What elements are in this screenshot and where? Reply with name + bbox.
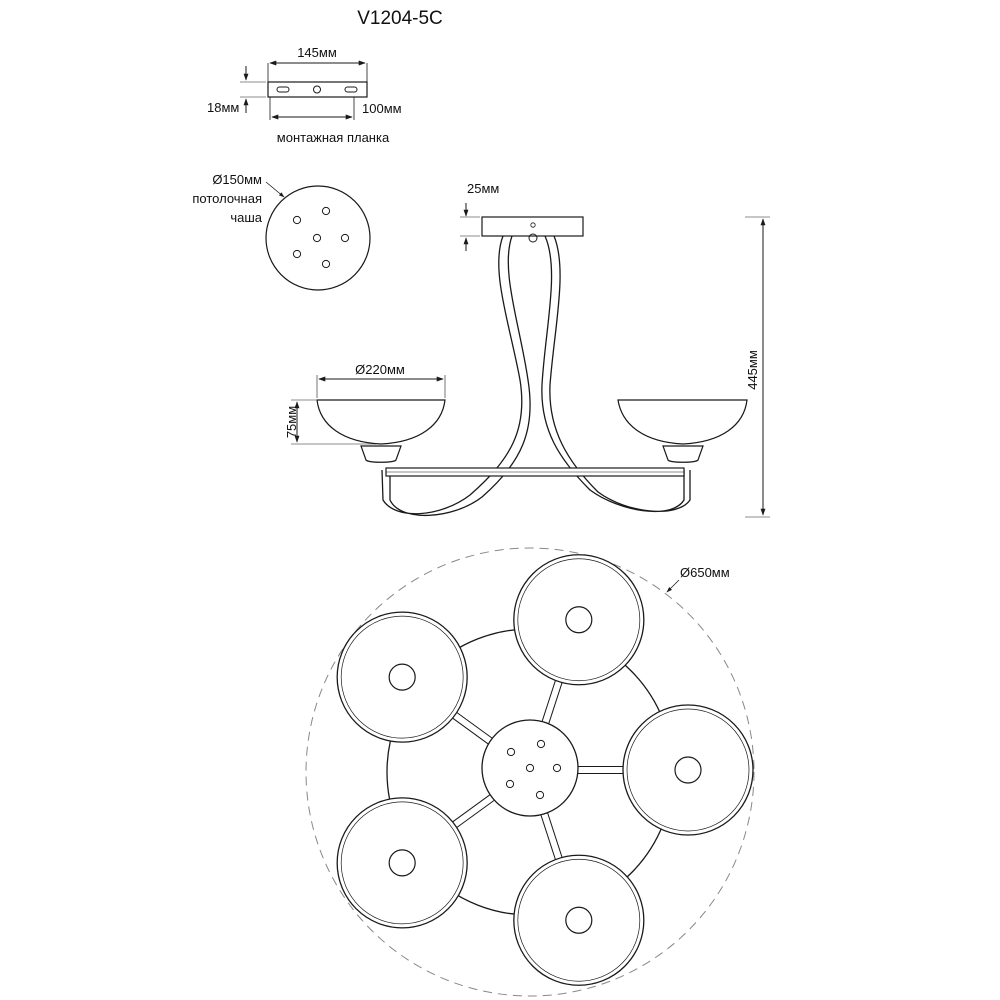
side-shade-right xyxy=(617,399,748,445)
side-canopy xyxy=(481,216,584,237)
overall-diameter-label: Ø650мм xyxy=(680,565,730,580)
ceiling-cup-caption-line2: чаша xyxy=(230,210,262,225)
mounting-bar-width-label: 145мм xyxy=(297,45,337,60)
model-title: V1204-5C xyxy=(357,8,443,29)
shade-top xyxy=(622,704,754,836)
side-shade-left xyxy=(316,399,446,445)
side-arms xyxy=(381,235,691,517)
top-view: Ø650мм xyxy=(305,547,755,997)
ceiling-cup: Ø150мм потолочная чаша xyxy=(192,172,371,291)
ceiling-cup-disc xyxy=(265,185,371,291)
mounting-bar-caption: монтажная планка xyxy=(277,130,390,145)
top-canopy xyxy=(481,719,579,817)
mounting-bar-height-label: 18мм xyxy=(207,100,239,115)
shade-top xyxy=(513,854,645,986)
canopy-height-label: 25мм xyxy=(467,181,499,196)
shade-height-label: 75мм xyxy=(284,406,299,438)
shade-top xyxy=(513,554,645,686)
mounting-bar-body xyxy=(267,81,368,98)
mounting-bar: 145мм 18мм 100мм монтажная планка xyxy=(207,45,402,145)
mounting-bar-hole-spacing-label: 100мм xyxy=(362,101,402,116)
total-height-label: 445мм xyxy=(745,350,760,390)
shade-top xyxy=(336,611,468,743)
ceiling-cup-caption-line1: потолочная xyxy=(192,191,262,206)
side-view: 25мм Ø220мм 75мм 445мм xyxy=(284,181,770,518)
shade-top xyxy=(336,797,468,929)
ceiling-cup-diameter-label: Ø150мм xyxy=(212,172,262,187)
shade-diameter-label: Ø220мм xyxy=(355,362,405,377)
overall-outline-circle xyxy=(305,547,755,997)
